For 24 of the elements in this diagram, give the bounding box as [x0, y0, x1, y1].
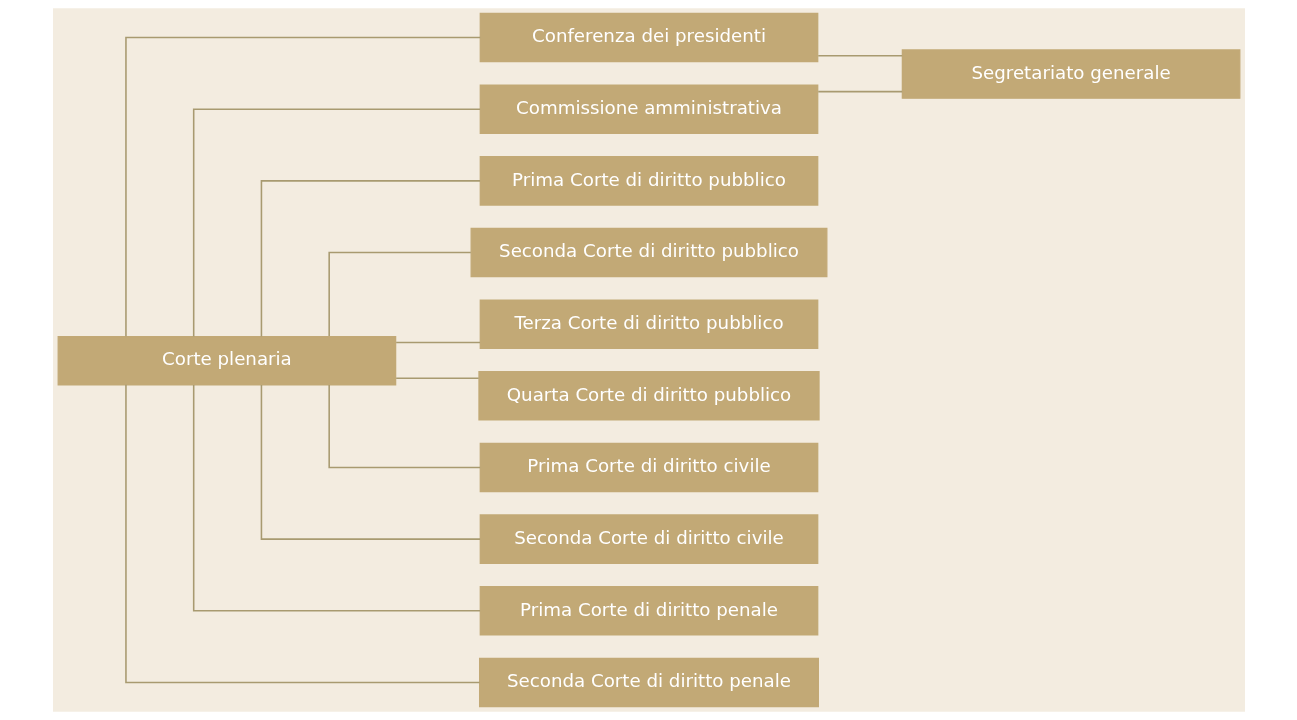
connector	[394, 341, 481, 344]
node-box: Segretariato generale	[901, 49, 1240, 99]
connector	[192, 108, 481, 338]
node-box: Quarta Corte di diritto pubblico	[477, 371, 820, 421]
connector	[327, 251, 472, 337]
node-box: Prima Corte di diritto civile	[479, 442, 818, 493]
node-box: Seconda Corte di diritto civile	[479, 514, 818, 564]
connector	[124, 384, 480, 684]
node-box: Terza Corte di diritto pubblico	[479, 299, 818, 349]
connector	[816, 55, 903, 57]
node-box: Commissione amministrativa	[479, 84, 818, 134]
node-box: Prima Corte di diritto penale	[479, 586, 818, 636]
connector	[327, 384, 481, 469]
node-box: Prima Corte di diritto pubblico	[479, 156, 818, 206]
node-box: Seconda Corte di diritto penale	[478, 657, 819, 708]
connector	[816, 90, 903, 93]
connector	[260, 384, 481, 540]
node-box: Seconda Corte di diritto pubblico	[470, 227, 827, 278]
connector	[394, 377, 479, 379]
connector	[192, 384, 481, 612]
connector	[124, 36, 481, 338]
connector	[260, 180, 481, 338]
node-box: Corte plenaria	[57, 335, 396, 386]
node-box: Conferenza dei presidenti	[479, 12, 818, 63]
